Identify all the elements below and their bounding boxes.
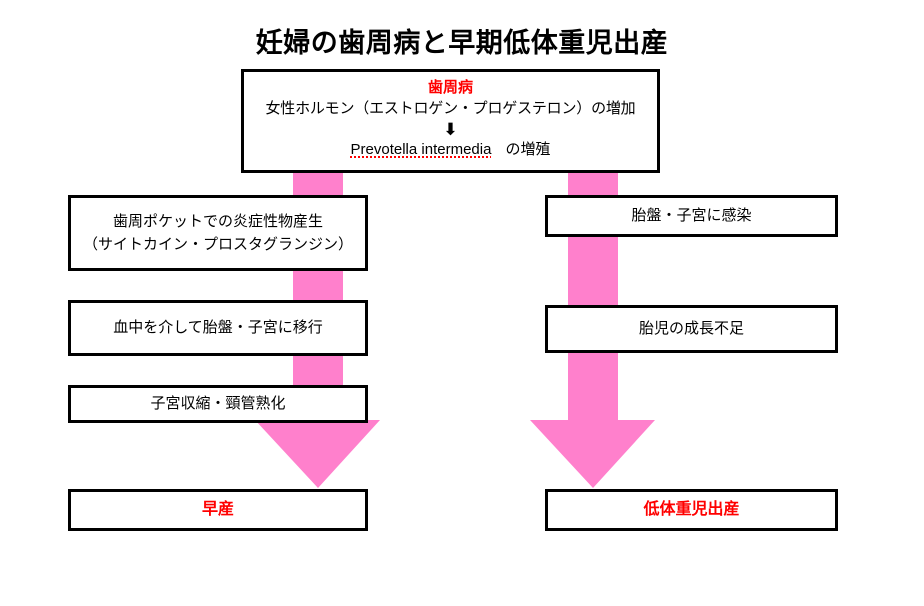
- bacteria-name: Prevotella intermedia: [350, 141, 492, 158]
- right-box-fetal-growth-restriction: 胎児の成長不足: [545, 305, 838, 353]
- left-outcome-label: 早産: [201, 500, 234, 518]
- left-outcome-box-preterm-birth: 早産: [68, 489, 368, 531]
- left-box-2-line-1: 血中を介して胎盤・子宮に移行: [113, 319, 323, 337]
- right-outcome-label: 低体重児出産: [643, 500, 740, 518]
- right-box-placental-infection: 胎盤・子宮に感染: [545, 195, 838, 237]
- down-arrow-icon: ⬇: [443, 120, 458, 139]
- left-box-bloodstream-transfer: 血中を介して胎盤・子宮に移行: [68, 300, 368, 356]
- left-box-uterine-contraction: 子宮収縮・頸管熟化: [68, 385, 368, 423]
- source-box-bacteria-line: Prevotella intermedia の増殖: [351, 139, 551, 162]
- bacteria-suffix: の増殖: [505, 141, 551, 158]
- source-box-hormone-line: 女性ホルモン（エストロゲン・プロゲステロン）の増加: [265, 100, 636, 118]
- right-outcome-box-low-birth-weight: 低体重児出産: [545, 489, 838, 531]
- right-box-1-line-1: 胎盤・子宮に感染: [631, 207, 752, 225]
- left-box-1-line-1: 歯周ポケットでの炎症性物産生: [112, 212, 323, 230]
- source-box-periodontal-disease: 歯周病 女性ホルモン（エストロゲン・プロゲステロン）の増加 ⬇ Prevotel…: [241, 69, 660, 173]
- left-box-3-line-1: 子宮収縮・頸管熟化: [150, 395, 286, 413]
- source-box-heading: 歯周病: [427, 79, 473, 96]
- left-box-inflammatory-mediators: 歯周ポケットでの炎症性物産生 （サイトカイン・プロスタグランジン）: [68, 195, 368, 271]
- left-box-1-line-2: （サイトカイン・プロスタグランジン）: [82, 236, 353, 253]
- right-box-2-line-1: 胎児の成長不足: [638, 320, 744, 338]
- page-title: 妊婦の歯周病と早期低体重児出産: [255, 28, 669, 58]
